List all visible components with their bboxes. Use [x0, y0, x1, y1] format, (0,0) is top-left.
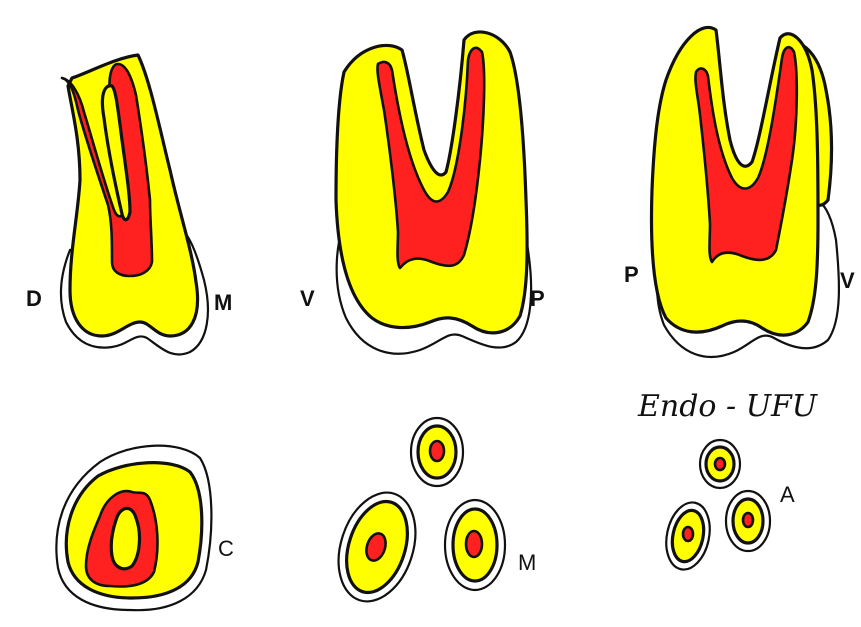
watermark-text: Endo - UFU — [637, 389, 819, 424]
tooth-view-left: D M — [26, 55, 232, 354]
section-center-top-pulp — [430, 441, 444, 461]
view-left-label-left: D — [26, 286, 42, 311]
tooth-view-center: V P — [300, 32, 545, 354]
view-right-label-right: V — [840, 268, 855, 293]
view-center-label-left: V — [300, 286, 315, 311]
cross-section-center: M — [325, 418, 536, 611]
section-center-label: M — [518, 550, 536, 575]
section-left-pulp-inner — [111, 508, 139, 568]
section-left-label: C — [218, 536, 234, 561]
view-right-label-left: P — [624, 262, 639, 287]
section-center-right-pulp — [466, 531, 482, 557]
dentin-center — [336, 32, 527, 333]
cross-section-left: C — [56, 446, 234, 611]
section-right-top-pulp — [715, 458, 725, 470]
view-left-label-right: M — [214, 290, 232, 315]
cross-section-right: A — [660, 440, 795, 574]
tooth-view-right: P V — [624, 27, 855, 357]
section-right-label: A — [780, 482, 795, 507]
view-center-label-right: P — [530, 286, 545, 311]
section-right-right-pulp — [743, 513, 753, 527]
section-right-left-pulp — [683, 527, 693, 541]
